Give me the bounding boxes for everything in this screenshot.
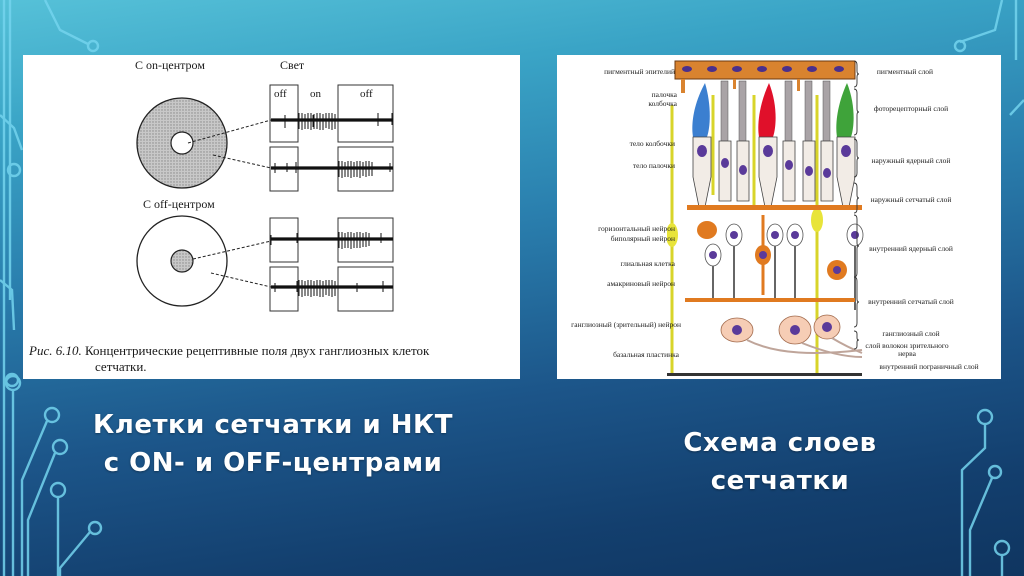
retina-layers-figure: пигментный эпителий палочка колбочка тел… [557, 55, 1001, 379]
label-bipolar-neuron: биполярный нейрон [610, 234, 675, 243]
retina-layers-diagram [667, 60, 864, 376]
on-center-label: С on-центром [135, 58, 205, 72]
label-rod: палочка [651, 90, 677, 99]
label-ganglion-neuron: ганглиозный (зрительный) нейрон [571, 320, 681, 329]
left-caption-line1: Клетки сетчатки и НКТ [93, 410, 453, 440]
receptive-field-diagram [136, 84, 394, 312]
label-outer-nuclear-layer: наружный ядерный слой [871, 156, 951, 165]
right-caption-line1: Схема слоев [683, 428, 877, 458]
figure-caption: Рис. 6.10. Концентрические рецептивные п… [29, 343, 429, 359]
label-outer-plexiform-layer: наружный сетчатый слой [870, 195, 952, 204]
label-cone-body: тело колбочки [629, 139, 675, 148]
left-caption-line2: с ON- и OFF-центрами [103, 448, 443, 478]
left-caption: Клетки сетчатки и НКТ с ON- и OFF-центра… [58, 406, 488, 482]
figure-number: Рис. 6.10. [29, 343, 82, 358]
phase-off-label-2: off [360, 88, 373, 100]
label-ganglion-layer: ганглиозный слой [882, 329, 940, 338]
figure-caption-line2: сетчатки. [95, 359, 147, 374]
right-caption-line2: сетчатки [710, 466, 850, 496]
label-basal-lamina: базальная пластинка [613, 350, 679, 359]
label-inner-plexiform-layer: внутренний сетчатый слой [868, 297, 954, 306]
phase-on-label: on [310, 88, 321, 100]
layer-braces [853, 61, 860, 350]
right-caption: Схема слоев сетчатки [640, 424, 920, 500]
label-nerve-fiber-layer: слой волокон зрительного нерва [865, 341, 949, 358]
label-glial-cell: глиальная клетка [620, 259, 675, 268]
phase-off-label: off [274, 88, 287, 100]
off-center-label: С off-центром [143, 197, 215, 211]
label-inner-limiting-layer: внутренний пограничный слой [879, 362, 979, 371]
label-horizontal-neuron: горизонтальный нейрон [598, 224, 675, 233]
label-inner-nuclear-layer: внутренний ядерный слой [869, 244, 953, 253]
receptive-fields-figure: С on-центром Свет С off-центром [23, 55, 520, 379]
label-photoreceptor-layer: фоторецепторный слой [873, 104, 949, 113]
light-label: Свет [280, 58, 305, 72]
figure-caption-text: Концентрические рецептивные поля двух га… [84, 343, 430, 358]
label-amacrine-neuron: амакриновый нейрон [607, 279, 675, 288]
label-pigment-layer: пигментный слой [876, 67, 934, 76]
label-cone: колбочка [648, 99, 677, 108]
label-rod-body: тело палочки [632, 161, 675, 170]
label-pigment-epithelium: пигментный эпителий [604, 67, 675, 76]
